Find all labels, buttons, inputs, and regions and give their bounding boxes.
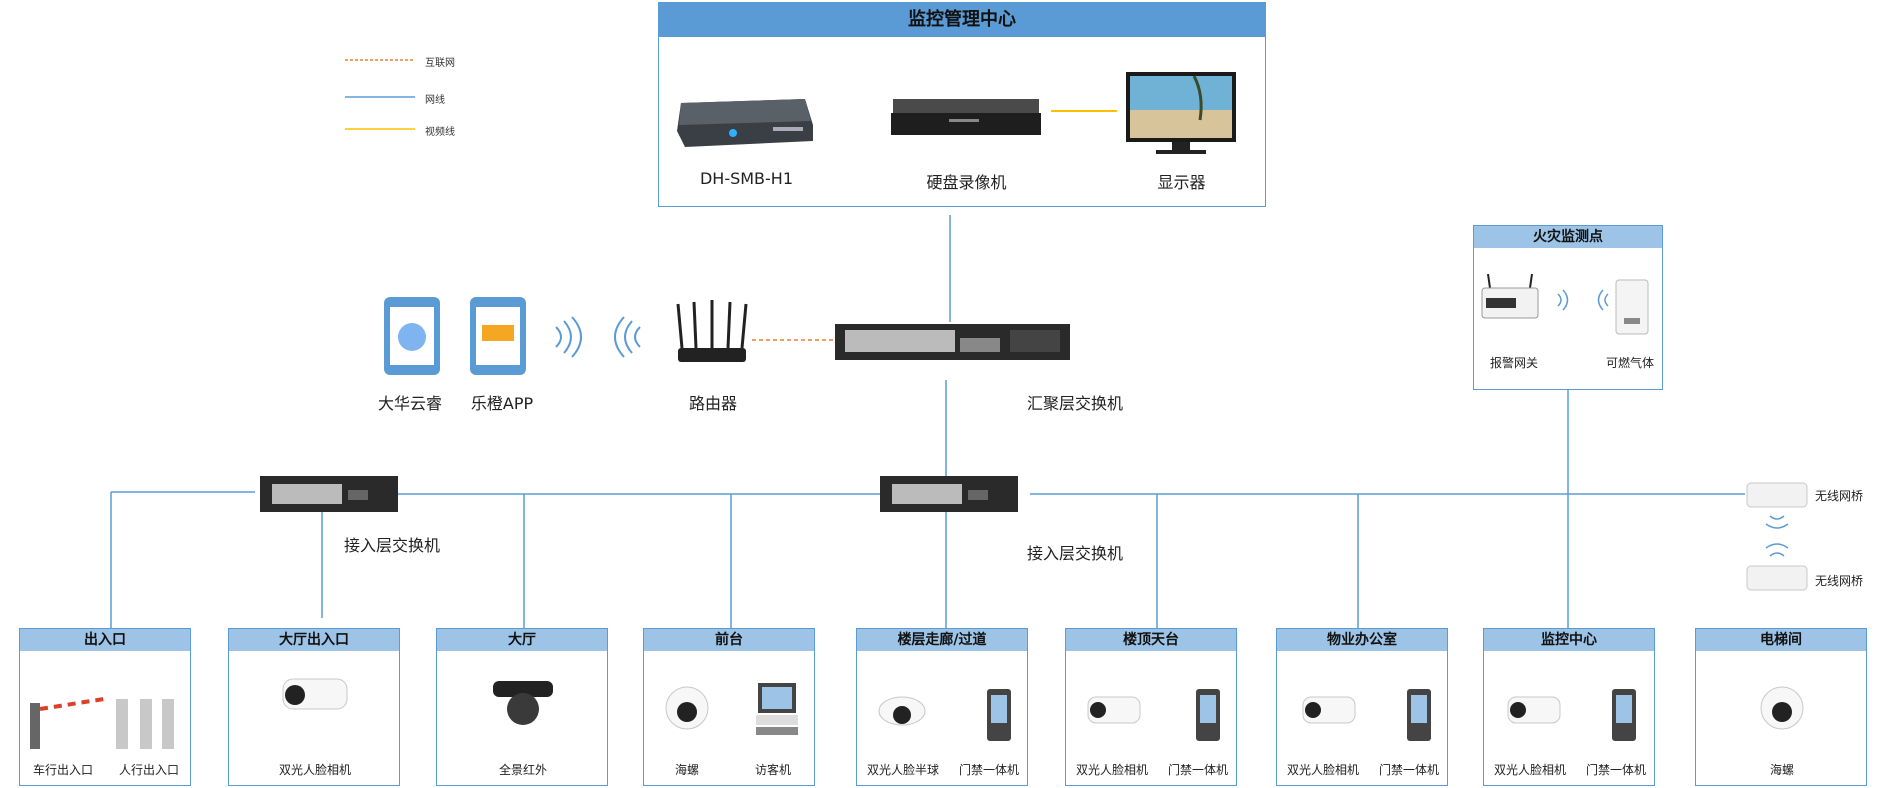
legend-label-internet: 互联网	[425, 58, 455, 69]
bullet-camera-icon	[1302, 696, 1356, 724]
zone-rooftop-title: 楼顶天台	[1066, 629, 1236, 651]
device-label-dual-light-face-camera: 双光人脸相机	[1493, 763, 1566, 777]
entrance-gate-icon	[30, 697, 174, 749]
access-terminal-icon	[987, 689, 1011, 741]
device-label-dual-light-face-camera: 双光人脸相机	[1075, 763, 1148, 777]
access-switch-2-icon	[880, 476, 1018, 512]
wireless-bridge-2-icon	[1746, 565, 1808, 591]
zone-monitoring-center-title: 监控中心	[1484, 629, 1654, 651]
device-label-conch: 海螺	[674, 763, 699, 777]
device-label-dual-light-face-camera: 双光人脸相机	[1286, 763, 1359, 777]
fire-point-panel: 火灾监测点 报警网关 可燃气体	[1473, 225, 1663, 390]
device-label-access-terminal: 门禁一体机	[1378, 763, 1439, 777]
device-label-smb-h1: DH-SMB-H1	[699, 169, 794, 188]
video-line	[1051, 110, 1117, 112]
zone-lobby-entrance-panel: 大厅出入口 双光人脸相机	[228, 628, 400, 786]
device-label-access-terminal: 门禁一体机	[958, 763, 1019, 777]
device-label-dual-light-face-camera: 双光人脸相机	[278, 763, 351, 777]
device-label-vehicle-entrance: 车行出入口	[32, 763, 93, 777]
control-center-title: 监控管理中心	[659, 3, 1265, 37]
access-switch-1-icon	[260, 476, 398, 512]
alarm-gateway-label: 报警网关	[1489, 356, 1538, 370]
wireless-bridge-2-label: 无线网桥	[1815, 574, 1864, 588]
legend-label-video: 视频线	[425, 127, 455, 138]
zone-lobby-title: 大厅	[437, 629, 607, 651]
aggregation-switch-label: 汇聚层交换机	[1026, 394, 1123, 413]
access-terminal-icon	[1612, 689, 1636, 741]
visitor-kiosk-icon	[756, 683, 798, 735]
router-icon	[676, 300, 748, 362]
wifi-signal-icon	[1597, 289, 1609, 311]
dome-camera-icon	[665, 686, 709, 730]
wifi-signal-icon	[1765, 515, 1789, 557]
lecheng-app-icon	[470, 297, 526, 375]
wifi-signal-icon	[1557, 289, 1569, 311]
smb-h1-device-icon	[677, 99, 813, 147]
panoramic-camera-icon	[493, 681, 553, 725]
zone-corridor-panel: 楼层走廊/过道 双光人脸半球 门禁一体机	[856, 628, 1028, 786]
zone-entrance-panel: 出入口 车行出入口 人行出入口	[19, 628, 191, 786]
zone-corridor-title: 楼层走廊/过道	[857, 629, 1027, 651]
device-label-panoramic-ir: 全景红外	[498, 763, 547, 777]
device-label-nvr: 硬盘录像机	[926, 173, 1007, 192]
app-label-dahua-cloud: 大华云睿	[377, 394, 442, 413]
wireless-bridge-1-label: 无线网桥	[1815, 489, 1864, 503]
gas-detector-icon	[1615, 279, 1649, 335]
nvr-device-icon	[891, 99, 1041, 135]
access-switch-2-label: 接入层交换机	[1026, 544, 1123, 563]
device-label-conch: 海螺	[1769, 763, 1794, 777]
fire-point-title: 火灾监测点	[1474, 226, 1662, 248]
device-label-visitor-machine: 访客机	[754, 763, 791, 777]
zone-lobby-entrance-title: 大厅出入口	[229, 629, 399, 651]
zone-rooftop-panel: 楼顶天台 双光人脸相机 门禁一体机	[1065, 628, 1237, 786]
dahua-cloud-app-icon	[384, 297, 440, 375]
zone-reception-panel: 前台 海螺 访客机	[643, 628, 815, 786]
zone-property-office-title: 物业办公室	[1277, 629, 1447, 651]
bullet-camera-icon	[1507, 696, 1561, 724]
zone-monitoring-center-panel: 监控中心 双光人脸相机 门禁一体机	[1483, 628, 1655, 786]
device-label-access-terminal: 门禁一体机	[1585, 763, 1646, 777]
device-label-dual-light-face-dome: 双光人脸半球	[866, 763, 939, 777]
device-label-pedestrian-entrance: 人行出入口	[118, 763, 179, 777]
access-switch-1-label: 接入层交换机	[343, 536, 440, 555]
wireless-bridge-1-icon	[1746, 482, 1808, 508]
bullet-camera-icon	[1087, 696, 1141, 724]
access-terminal-icon	[1407, 689, 1431, 741]
access-terminal-icon	[1196, 689, 1220, 741]
zone-elevator-title: 电梯间	[1696, 629, 1866, 651]
dome-camera-icon	[878, 696, 926, 726]
legend-label-network: 网线	[425, 95, 445, 106]
zone-lobby-panel: 大厅 全景红外	[436, 628, 608, 786]
zone-entrance-title: 出入口	[20, 629, 190, 651]
monitor-icon	[1126, 72, 1236, 154]
zone-elevator-panel: 电梯间 海螺	[1695, 628, 1867, 786]
dome-camera-icon	[1760, 686, 1804, 730]
aggregation-switch-icon	[835, 324, 1070, 360]
legend-lines	[345, 59, 415, 130]
wifi-signal-icon	[614, 316, 641, 358]
device-label-access-terminal: 门禁一体机	[1167, 763, 1228, 777]
device-label-monitor: 显示器	[1157, 173, 1206, 192]
zone-property-office-panel: 物业办公室 双光人脸相机 门禁一体机	[1276, 628, 1448, 786]
bullet-camera-icon	[282, 678, 348, 710]
router-label: 路由器	[688, 394, 737, 413]
gas-detector-label: 可燃气体	[1605, 356, 1654, 370]
app-label-lecheng: 乐橙APP	[470, 394, 534, 413]
control-center-panel: 监控管理中心 DH-SMB-H1 硬盘录像机 显示器	[658, 2, 1266, 207]
alarm-gateway-icon	[1481, 274, 1539, 319]
zone-reception-title: 前台	[644, 629, 814, 651]
wifi-signal-icon	[555, 316, 582, 358]
